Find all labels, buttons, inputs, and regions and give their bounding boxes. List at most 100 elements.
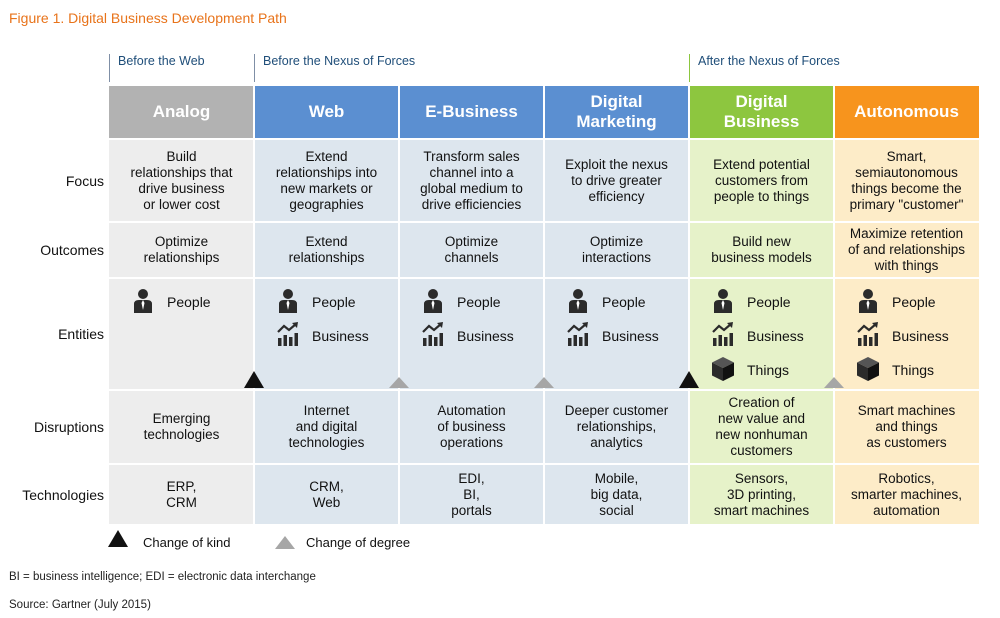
legend-kind-marker — [108, 530, 128, 547]
column-header: Digital Business — [689, 86, 834, 138]
entity-item: Things — [711, 356, 790, 385]
disruptions-cell: Smart machines and things as customers — [857, 403, 956, 450]
outcomes-cell: Extend relationships — [288, 234, 365, 265]
row-label: Technologies — [22, 486, 104, 503]
entity-item: Business — [276, 321, 369, 351]
column-divider — [688, 86, 690, 524]
column-background — [834, 86, 979, 524]
focus-cell: Extend potential customers from people t… — [713, 156, 810, 204]
column-header: Autonomous — [834, 86, 979, 138]
chart-up-icon — [566, 321, 602, 351]
column-divider — [398, 86, 400, 524]
era-label: After the Nexus of Forces — [689, 54, 979, 82]
disruptions-cell: Deeper customer relationships, analytics — [564, 403, 669, 450]
entity-item: Business — [421, 321, 514, 351]
legend-degree-marker — [275, 536, 295, 549]
chart-up-icon — [856, 321, 892, 351]
legend-degree-label: Change of degree — [306, 535, 411, 550]
entity-item: Business — [856, 321, 949, 351]
person-icon — [276, 288, 312, 317]
column-divider — [833, 86, 835, 524]
entity-item: People — [711, 288, 791, 317]
column-header: E-Business — [399, 86, 544, 138]
focus-cell: Exploit the nexus to drive greater effic… — [565, 156, 668, 204]
entity-label: People — [312, 294, 356, 310]
outcomes-cell: Optimize interactions — [581, 234, 652, 265]
change-of-degree-marker — [824, 377, 844, 388]
change-of-degree-marker — [389, 377, 409, 388]
column-background — [254, 86, 399, 524]
entity-item: People — [131, 288, 211, 317]
technologies-cell: Mobile, big data, social — [590, 470, 643, 518]
column-background — [689, 86, 834, 524]
entity-label: Things — [747, 362, 790, 378]
outcomes-cell: Maximize retention of and relationships … — [847, 226, 966, 273]
entity-label: Business — [602, 328, 659, 344]
column-divider — [253, 86, 255, 524]
entity-label: Things — [892, 362, 935, 378]
chart-up-icon — [276, 321, 312, 351]
cube-icon — [711, 356, 747, 385]
legend-kind-label: Change of kind — [143, 535, 231, 550]
entity-item: Things — [856, 356, 935, 385]
focus-cell: Build relationships that drive business … — [130, 148, 233, 212]
entity-label: People — [747, 294, 791, 310]
disruptions-cell: Automation of business operations — [437, 403, 506, 450]
disruptions-cell: Internet and digital technologies — [288, 403, 365, 450]
focus-cell: Extend relationships into new markets or… — [275, 148, 378, 212]
column-header: Analog — [109, 86, 254, 138]
entity-label: Business — [312, 328, 369, 344]
focus-cell: Transform sales channel into a global me… — [420, 148, 523, 212]
technologies-cell: Sensors, 3D printing, smart machines — [713, 470, 810, 518]
entity-label: Business — [747, 328, 804, 344]
entity-item: People — [421, 288, 501, 317]
outcomes-cell: Build new business models — [711, 234, 812, 265]
entity-label: People — [457, 294, 501, 310]
row-label: Disruptions — [33, 419, 104, 435]
row-label: Entities — [58, 326, 104, 342]
row-divider — [8, 138, 980, 140]
era-label: Before the Web — [109, 54, 254, 82]
column-background — [544, 86, 689, 524]
row-divider — [8, 389, 980, 391]
technologies-cell: Robotics, smarter machines, automation — [850, 470, 963, 518]
change-of-kind-marker — [679, 371, 699, 388]
person-icon — [421, 288, 457, 317]
footnote: BI = business intelligence; EDI = electr… — [9, 571, 316, 583]
column-header: Digital Marketing — [544, 86, 689, 138]
entity-label: People — [167, 294, 211, 310]
technologies-cell: ERP, CRM — [166, 478, 197, 510]
column-header: Web — [254, 86, 399, 138]
row-divider — [8, 277, 980, 279]
change-of-degree-marker — [534, 377, 554, 388]
era-label: Before the Nexus of Forces — [254, 54, 689, 82]
source-note: Source: Gartner (July 2015) — [9, 599, 151, 611]
entity-label: People — [602, 294, 646, 310]
entity-item: People — [566, 288, 646, 317]
entity-item: People — [856, 288, 936, 317]
technologies-cell: EDI, BI, portals — [451, 470, 492, 518]
change-of-kind-marker — [244, 371, 264, 388]
figure-title: Figure 1. Digital Business Development P… — [9, 10, 287, 26]
person-icon — [131, 288, 167, 317]
disruptions-cell: Emerging technologies — [143, 411, 220, 442]
person-icon — [856, 288, 892, 317]
person-icon — [566, 288, 602, 317]
cube-icon — [856, 356, 892, 385]
chart-up-icon — [711, 321, 747, 351]
disruptions-cell: Creation of new value and new nonhuman c… — [715, 395, 808, 458]
technologies-cell: CRM, Web — [309, 478, 344, 510]
row-label: Focus — [65, 172, 104, 189]
entity-item: Business — [711, 321, 804, 351]
row-divider — [8, 463, 980, 465]
entity-item: Business — [566, 321, 659, 351]
chart-up-icon — [421, 321, 457, 351]
focus-cell: Smart, semiautonomous things become the … — [849, 148, 964, 212]
entity-item: People — [276, 288, 356, 317]
person-icon — [711, 288, 747, 317]
outcomes-cell: Optimize channels — [444, 234, 499, 265]
entity-label: Business — [457, 328, 514, 344]
column-divider — [543, 86, 545, 524]
entity-label: People — [892, 294, 936, 310]
entity-label: Business — [892, 328, 949, 344]
